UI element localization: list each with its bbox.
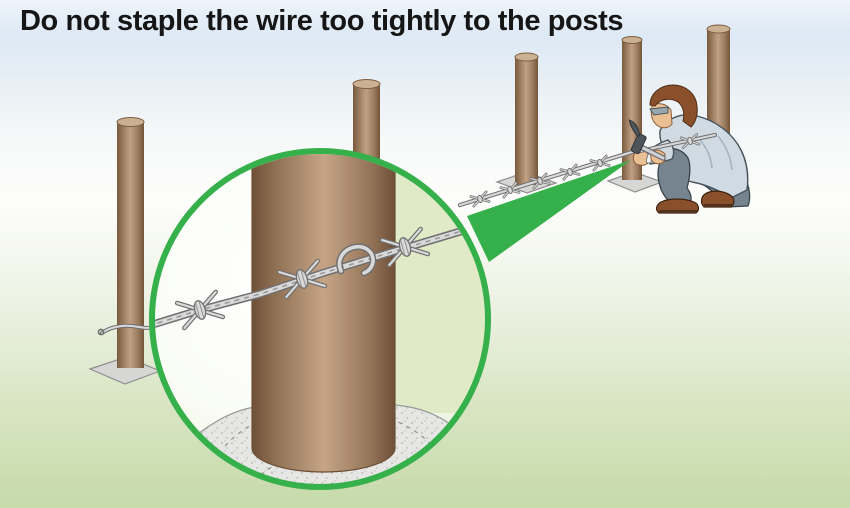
- fence-post-third: [495, 52, 558, 194]
- page-title: Do not staple the wire too tightly to th…: [20, 5, 624, 37]
- fence-post-middle: [352, 79, 381, 164]
- worker-pants-front: [657, 148, 692, 206]
- worker-shoe-right: [700, 190, 735, 208]
- barbed-wire-right-end: [638, 133, 717, 153]
- magnifier-interior: [155, 154, 485, 484]
- magnifier-circle: [149, 148, 491, 490]
- magnified-post: [251, 154, 396, 473]
- safety-glasses: [649, 106, 669, 116]
- loose-staple: [336, 243, 377, 277]
- worker-shoe-left: [655, 198, 700, 214]
- worker-hair: [649, 84, 698, 128]
- magnified-barbed-wire: [155, 229, 466, 328]
- worker: [632, 84, 751, 214]
- magnifier-pointer-wedge: [467, 160, 631, 262]
- barbed-wire-span: [457, 149, 635, 208]
- hammer-icon: [628, 119, 666, 161]
- fence-post-left: [88, 117, 162, 385]
